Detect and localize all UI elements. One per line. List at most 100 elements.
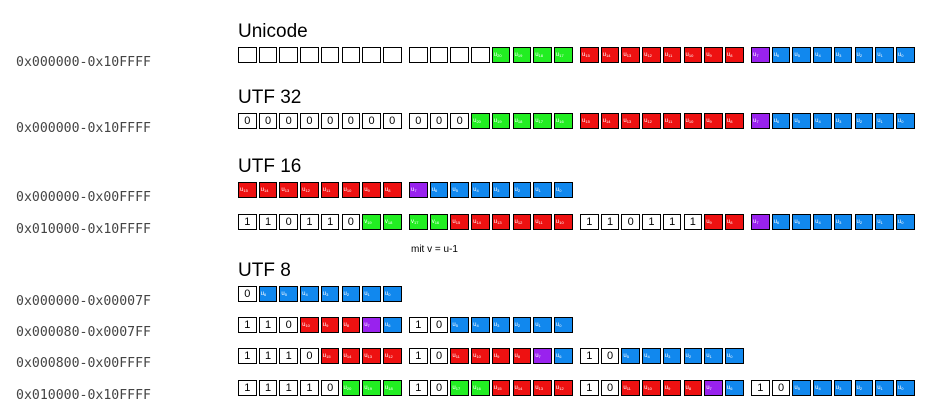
green-bit-cell: v16	[429, 214, 449, 230]
empty-bit-cell	[320, 47, 340, 63]
blue-bit-cell: u3	[833, 380, 853, 396]
green-bit-cell: u19	[362, 380, 381, 396]
blue-bit-cell: u3	[320, 286, 340, 302]
red-bit-cell: u15	[238, 182, 257, 198]
green-bit-cell: v19	[362, 214, 381, 230]
empty-bit-cell	[450, 47, 470, 63]
red-bit-cell: u15	[320, 348, 340, 364]
blue-bit-cell: u5	[792, 214, 812, 230]
empty-bit-cell	[258, 47, 278, 63]
red-bit-cell: u13	[533, 380, 552, 396]
red-bit-cell: u13	[621, 113, 641, 129]
red-bit-cell: u8	[683, 380, 703, 396]
blue-bit-cell: u3	[833, 47, 853, 63]
red-bit-cell: u8	[512, 348, 532, 364]
blue-bit-cell: u1	[875, 47, 894, 63]
blue-bit-cell: u2	[341, 286, 361, 302]
blue-bit-cell: u6	[724, 380, 744, 396]
fixed-bit-cell: 1	[258, 214, 278, 230]
purple-bit-cell: u7	[751, 47, 770, 63]
blue-bit-cell: u4	[471, 317, 490, 333]
fixed-bit-cell: 1	[279, 380, 299, 396]
fixed-bit-cell: 1	[238, 317, 257, 333]
fixed-bit-cell: 0	[320, 380, 340, 396]
purple-bit-cell: u7	[409, 182, 428, 198]
green-bit-cell: u17	[450, 380, 470, 396]
red-bit-cell: u11	[621, 380, 641, 396]
blue-bit-cell: u5	[792, 47, 812, 63]
fixed-bit-cell: 0	[621, 214, 641, 230]
blue-bit-cell: u5	[279, 286, 299, 302]
blue-bit-cell: u6	[382, 317, 402, 333]
blue-bit-cell: u3	[662, 348, 682, 364]
red-bit-cell: u15	[450, 214, 470, 230]
fixed-bit-cell: 1	[300, 214, 319, 230]
red-bit-cell: u15	[491, 380, 511, 396]
blue-bit-cell: u5	[450, 317, 470, 333]
red-bit-cell: u10	[341, 182, 361, 198]
blue-bit-cell: u0	[553, 182, 573, 198]
fixed-bit-cell: 1	[258, 380, 278, 396]
fixed-bit-cell: 1	[279, 348, 299, 364]
red-bit-cell: u9	[704, 214, 723, 230]
red-bit-cell: u12	[512, 214, 532, 230]
blue-bit-cell: u5	[792, 380, 812, 396]
fixed-bit-cell: 1	[683, 214, 703, 230]
fixed-bit-cell: 0	[450, 113, 470, 129]
fixed-bit-cell: 1	[600, 214, 620, 230]
green-bit-cell: u17	[533, 113, 552, 129]
red-bit-cell: u9	[320, 317, 340, 333]
empty-bit-cell	[382, 47, 402, 63]
green-bit-cell: u20	[471, 113, 490, 129]
blue-bit-cell: u4	[813, 380, 832, 396]
fixed-bit-cell: 0	[341, 214, 361, 230]
red-bit-cell: u8	[724, 113, 744, 129]
blue-bit-cell: u4	[300, 286, 319, 302]
blue-bit-cell: u3	[491, 317, 511, 333]
blue-bit-cell: u4	[813, 214, 832, 230]
red-bit-cell: u14	[600, 47, 620, 63]
red-bit-cell: u8	[341, 317, 361, 333]
range-label: 0x000000-0x10FFFF	[16, 121, 151, 136]
range-label: 0x000000-0x10FFFF	[16, 55, 151, 70]
empty-bit-cell	[238, 47, 257, 63]
fixed-bit-cell: 1	[409, 317, 428, 333]
red-bit-cell: u10	[683, 113, 703, 129]
purple-bit-cell: u7	[751, 113, 770, 129]
range-label: 0x000000-0x00007F	[16, 294, 151, 309]
section-title-utf32: UTF 32	[238, 87, 302, 108]
fixed-bit-cell: 1	[238, 380, 257, 396]
red-bit-cell: u14	[600, 113, 620, 129]
blue-bit-cell: u1	[875, 214, 894, 230]
purple-bit-cell: u7	[362, 317, 381, 333]
fixed-bit-cell: 0	[320, 113, 340, 129]
range-label: 0x000000-0x00FFFF	[16, 190, 151, 205]
green-bit-cell: u18	[512, 113, 532, 129]
surrogate-note: mit v = u-1	[411, 244, 458, 255]
fixed-bit-cell: 1	[258, 317, 278, 333]
empty-bit-cell	[341, 47, 361, 63]
section-title-utf16: UTF 16	[238, 156, 302, 177]
fixed-bit-cell: 1	[580, 214, 599, 230]
fixed-bit-cell: 0	[409, 113, 428, 129]
blue-bit-cell: u2	[683, 348, 703, 364]
section-title-utf8: UTF 8	[238, 260, 291, 281]
blue-bit-cell: u2	[854, 47, 874, 63]
red-bit-cell: u11	[662, 113, 682, 129]
fixed-bit-cell: 1	[238, 348, 257, 364]
red-bit-cell: u10	[683, 47, 703, 63]
fixed-bit-cell: 0	[362, 113, 381, 129]
fixed-bit-cell: 0	[279, 317, 299, 333]
fixed-bit-cell: 0	[429, 113, 449, 129]
red-bit-cell: u11	[533, 214, 552, 230]
red-bit-cell: u9	[362, 182, 381, 198]
red-bit-cell: u12	[642, 47, 661, 63]
red-bit-cell: u8	[382, 182, 402, 198]
purple-bit-cell: u7	[533, 348, 552, 364]
red-bit-cell: u14	[341, 348, 361, 364]
fixed-bit-cell: 0	[279, 214, 299, 230]
empty-bit-cell	[471, 47, 490, 63]
fixed-bit-cell: 1	[409, 348, 428, 364]
blue-bit-cell: u1	[533, 317, 552, 333]
